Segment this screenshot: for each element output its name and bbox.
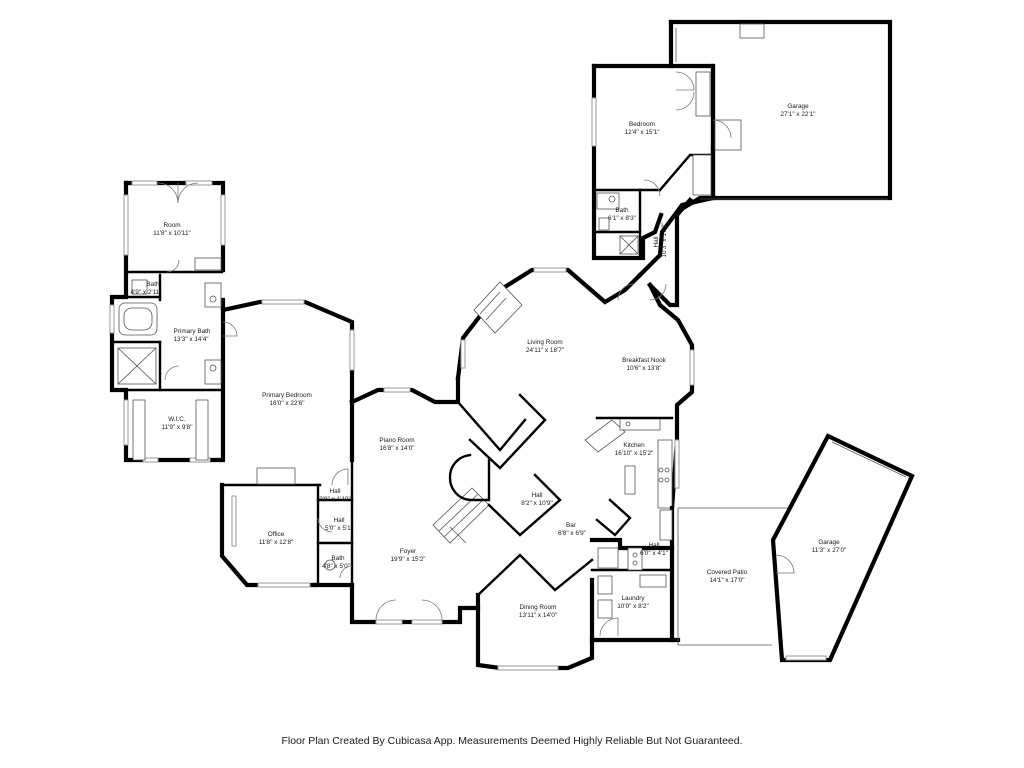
central-rooms <box>349 375 595 671</box>
label-bath-primary-small-dim: 4'9" x 2'11" <box>130 289 161 296</box>
label-wic-dim: 11'9" x 9'8" <box>161 424 192 431</box>
label-primary-bedroom-dim: 16'0" x 22'6" <box>269 400 304 407</box>
label-foyer-dim: 19'9" x 15'2" <box>390 556 425 563</box>
small-garage <box>770 433 915 663</box>
label-primary-bath-name: Primary Bath <box>174 328 211 335</box>
label-hall-small-name: Hall <box>329 488 340 495</box>
label-dining-room-dim: 13'11" x 14'0" <box>519 612 557 619</box>
footer-disclaimer: Floor Plan Created By Cubicasa App. Meas… <box>281 735 743 747</box>
label-bath-primary-small-name: Bath <box>146 281 160 288</box>
label-living-room-dim: 24'11" x 18'7" <box>526 347 564 354</box>
label-primary-bath-dim: 13'3" x 14'4" <box>173 336 208 343</box>
label-hall-office-name: Hall <box>333 517 344 524</box>
label-piano-room-dim: 16'8" x 14'0" <box>379 445 414 452</box>
label-breakfast-nook-dim: 10'6" x 13'8" <box>626 365 661 372</box>
room-labels: Room 11'8" x 10'11" Bath 4'9" x 2'11" Pr… <box>130 103 846 619</box>
label-breakfast-nook-name: Breakfast Nook <box>622 357 666 364</box>
label-bath-bedroom-dim: 6'1" x 8'3" <box>608 215 636 222</box>
label-office-dim: 11'8" x 12'8" <box>259 539 294 546</box>
label-room-name: Room <box>163 222 180 229</box>
label-bedroom-dim: 12'4" x 15'1" <box>624 129 659 136</box>
label-foyer-name: Foyer <box>400 548 417 555</box>
label-hall-center-name: Hall <box>531 492 542 499</box>
label-laundry-dim: 10'0" x 8'2" <box>617 603 649 610</box>
label-office-name: Office <box>268 531 285 538</box>
label-bath-office-dim: 4'8" x 5'0" <box>322 563 350 570</box>
label-bar-dim: 6'8" x 6'9" <box>558 530 586 537</box>
label-covered-patio-dim: 14'1" x 17'0" <box>709 577 744 584</box>
label-bedroom-name: Bedroom <box>629 121 655 128</box>
living-kitchen <box>455 267 695 537</box>
label-hall-office-dim: 5'0" x 5'1" <box>325 525 353 532</box>
label-bath-bedroom-name: Bath <box>615 207 629 214</box>
label-hall-laundry-name: Hall <box>648 542 659 549</box>
label-room-dim: 11'8" x 10'11" <box>153 230 191 237</box>
label-hall-vertical-dim: 10'3" x 17'3" <box>661 222 668 257</box>
label-wic-name: W.I.C. <box>168 416 186 423</box>
label-garage-small-dim: 11'3" x 27'0" <box>812 547 847 554</box>
label-covered-patio-name: Covered Patio <box>707 569 748 576</box>
label-bath-office-name: Bath <box>331 555 345 562</box>
label-hall-center-dim: 8'2" x 10'9" <box>521 500 553 507</box>
bedroom-office-wing <box>219 299 355 588</box>
label-garage-large-dim: 27'1" x 22'1" <box>780 111 815 118</box>
label-garage-small-name: Garage <box>818 539 840 546</box>
label-hall-laundry-dim: 6'0" x 4'1" <box>640 550 668 557</box>
primary-suite-wing <box>109 180 238 463</box>
label-dining-room-name: Dining Room <box>520 604 557 611</box>
label-hall-vertical-name: Hall <box>653 236 660 247</box>
label-piano-room-name: Piano Room <box>379 437 414 444</box>
label-bar-name: Bar <box>566 522 577 529</box>
label-kitchen-dim: 16'10" x 15'2" <box>615 450 654 457</box>
laundry-patio <box>589 505 790 646</box>
label-living-room-name: Living Room <box>527 339 563 346</box>
label-hall-small-dim: 3'8" x 1'10" <box>319 496 351 503</box>
label-garage-large-name: Garage <box>787 103 809 110</box>
label-laundry-name: Laundry <box>621 595 645 602</box>
label-kitchen-name: Kitchen <box>623 442 645 449</box>
large-garage <box>668 19 893 213</box>
label-primary-bedroom-name: Primary Bedroom <box>262 392 312 399</box>
